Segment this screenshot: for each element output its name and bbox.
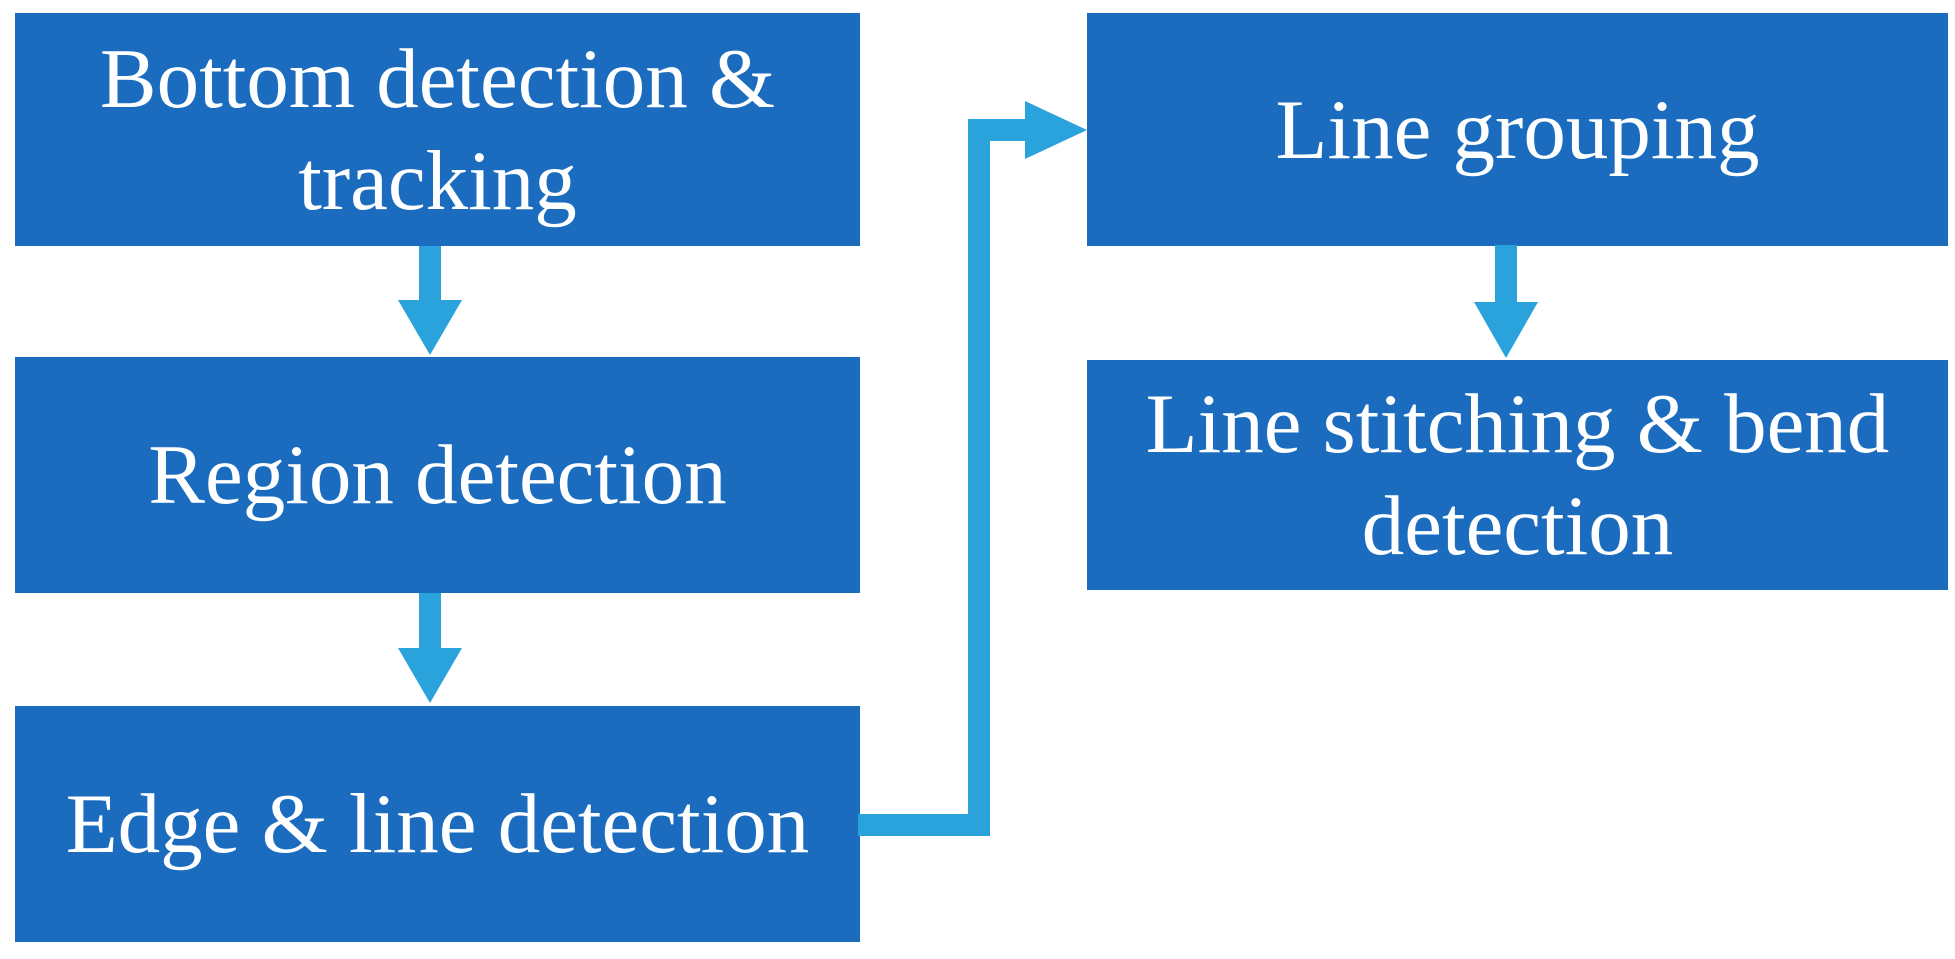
flow-box-label: Edge & line detection — [65, 777, 810, 871]
flow-box-label: detection — [1361, 479, 1674, 573]
flow-box-region-detection: Region detection — [15, 357, 860, 593]
flow-box-label: Line stitching & bend — [1145, 377, 1890, 471]
flow-box-edge-line-detection: Edge & line detection — [15, 706, 860, 942]
flow-box-bottom-detection-tracking: Bottom detection & tracking — [15, 13, 860, 246]
flow-box-label: Line grouping — [1275, 82, 1760, 177]
flow-box-line-grouping: Line grouping — [1087, 13, 1948, 246]
flow-box-label: Bottom detection & — [99, 31, 776, 126]
arrow-down-icon — [1474, 245, 1538, 358]
arrow-down-icon — [398, 593, 462, 703]
arrow-down-icon — [398, 246, 462, 355]
flow-box-label: Region detection — [148, 428, 727, 522]
flow-box-line-stitching-bend-detection: Line stitching & bend detection — [1087, 360, 1948, 590]
elbow-arrow-icon — [858, 101, 1087, 836]
flow-box-label: tracking — [298, 133, 577, 228]
